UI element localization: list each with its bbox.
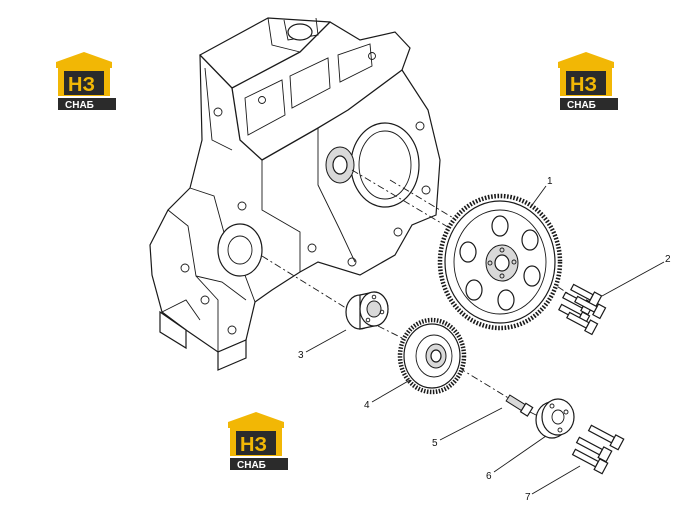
part-1-large-gear <box>437 193 563 331</box>
logo-caption: СНАБ <box>567 100 596 111</box>
leader-lines <box>305 185 665 495</box>
callout-2: 2 <box>665 254 671 265</box>
logo-caption: СНАБ <box>65 100 94 111</box>
logo-bottom: НЗ СНАБ <box>228 412 288 471</box>
logo-mark: НЗ <box>68 74 95 96</box>
logo-mark: НЗ <box>570 74 597 96</box>
logo-mark: НЗ <box>240 434 267 456</box>
part-5-stud <box>505 394 534 417</box>
callout-1: 1 <box>547 176 553 187</box>
callout-6: 6 <box>486 471 492 482</box>
callout-5: 5 <box>432 438 438 449</box>
part-3-hub <box>345 291 389 330</box>
part-2-bolts <box>558 283 607 336</box>
callout-numbers: 1 2 3 4 5 6 7 <box>298 176 671 503</box>
part-6-thrust-plate <box>535 398 575 439</box>
part-7-bolts <box>571 424 625 475</box>
logo-caption: СНАБ <box>237 460 266 471</box>
callout-3: 3 <box>298 350 304 361</box>
part-4-idler-gear <box>397 317 467 395</box>
logo-top-left: НЗ СНАБ <box>56 52 116 111</box>
timing-gear-housing <box>149 17 441 371</box>
logo-top-right: НЗ СНАБ <box>558 52 618 111</box>
callout-7: 7 <box>525 492 531 503</box>
callout-4: 4 <box>364 400 370 411</box>
